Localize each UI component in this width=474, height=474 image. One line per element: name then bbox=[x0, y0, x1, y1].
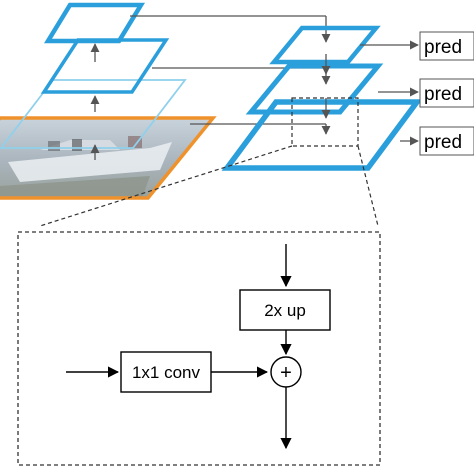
prediction-output-1: pred bbox=[419, 31, 474, 61]
prediction-arrows bbox=[360, 40, 419, 146]
top-down-level-1 bbox=[269, 25, 381, 65]
pred-label-3: pred bbox=[424, 132, 462, 153]
top-down-level-2 bbox=[245, 63, 384, 115]
detail-panel bbox=[17, 231, 381, 466]
top-down-level-3 bbox=[221, 99, 423, 171]
bottom-up-level-1 bbox=[43, 2, 146, 44]
upsample-label: 2x up bbox=[264, 301, 306, 320]
bottom-up-level-2 bbox=[40, 38, 170, 94]
merge-add-node: + bbox=[270, 356, 302, 388]
lateral-conv-box: 1x1 conv bbox=[120, 351, 212, 393]
upsample-box: 2x up bbox=[239, 289, 331, 331]
merge-symbol: + bbox=[280, 362, 292, 384]
zoom-region bbox=[39, 97, 379, 227]
lateral-conv-label: 1x1 conv bbox=[132, 363, 201, 382]
input-image-layer bbox=[0, 116, 217, 200]
prediction-output-3: pred bbox=[419, 126, 474, 156]
prediction-output-2: pred bbox=[419, 78, 474, 108]
pred-label-1: pred bbox=[424, 37, 462, 58]
pred-label-2: pred bbox=[424, 84, 462, 105]
